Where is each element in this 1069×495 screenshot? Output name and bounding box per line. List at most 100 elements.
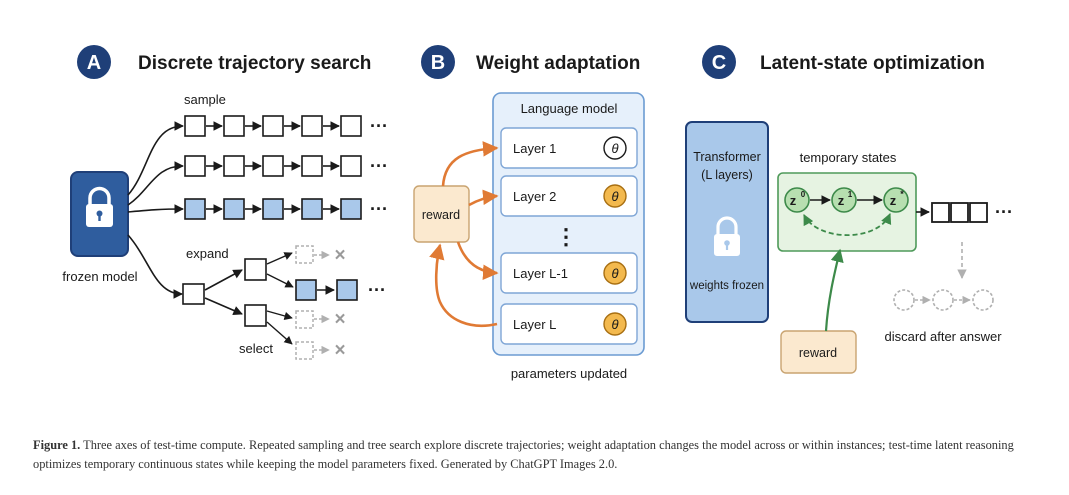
sample-row-1-token-2 (223, 115, 245, 137)
frozen-model-label: frozen model (62, 269, 137, 284)
svg-text:0: 0 (801, 190, 806, 199)
reward-box-b (413, 185, 470, 243)
panel-b-title: Weight adaptation (476, 53, 640, 74)
weights-frozen-label: weights frozen (689, 280, 764, 292)
reject-mark-2: × (334, 309, 345, 330)
panel-a-title: Discrete trajectory search (138, 53, 371, 74)
tree-root-token (182, 283, 205, 305)
pruned-token-1 (295, 245, 314, 264)
output-token-2 (950, 202, 969, 223)
reward-box-c (780, 330, 857, 374)
panel-c: C Latent-state optimization Transformer … (685, 45, 1013, 374)
sample-row-2-token-5 (340, 155, 362, 177)
tree-node-lower (244, 304, 267, 327)
branch-arrow-1 (127, 121, 184, 196)
theta-badge-4 (603, 312, 627, 336)
test-time-compute-figure: A Discrete trajectory search frozen mode… (62, 45, 1013, 381)
reward-label-b: reward (422, 208, 460, 222)
select-arrow-blue (266, 273, 294, 288)
output-ellipsis: ··· (995, 202, 1013, 222)
lock-icon (86, 186, 113, 227)
reward-feedback-arrow (824, 248, 844, 332)
svg-text:*: * (900, 189, 904, 199)
layer-box-4 (500, 303, 638, 345)
branch-arrow-4 (127, 234, 183, 299)
sample-row-1-token-4 (301, 115, 323, 137)
temporary-states-label: temporary states (800, 150, 897, 165)
panel-b-badge (421, 45, 455, 79)
state-z1: z 1 (831, 187, 857, 213)
reward-label-c: reward (799, 346, 837, 360)
discard-state-1 (893, 289, 915, 311)
output-token-1 (931, 202, 950, 223)
update-arrow-layer-l (429, 243, 498, 328)
prune-arrow-2 (266, 310, 293, 321)
select-label: select (239, 341, 273, 356)
theta-badge-2 (603, 184, 627, 208)
panel-a-badge (77, 45, 111, 79)
sample-row-1-token-5 (340, 115, 362, 137)
caption-label: Figure 1. (33, 438, 81, 452)
layer-box-2 (500, 175, 638, 217)
tree-arrow-down (204, 297, 243, 315)
pruned-token-3 (295, 341, 314, 360)
state-zstar: z * (883, 187, 909, 213)
lock-icon (714, 216, 740, 256)
sample-row-2-ellipsis: ··· (370, 156, 388, 176)
theta-symbol-3: θ (611, 266, 618, 281)
layers-vdots: ⋮ (555, 224, 577, 249)
layer-label-2: Layer 2 (513, 189, 556, 204)
theta-symbol-2: θ (611, 189, 618, 204)
panel-c-badge (702, 45, 736, 79)
tree-arrow-up (204, 269, 243, 291)
discard-state-3 (972, 289, 994, 311)
sample-row-3-token-5 (340, 198, 362, 220)
tree-node-upper (244, 258, 267, 281)
panel-a-badge-letter: A (87, 52, 101, 74)
discard-label: discard after answer (884, 329, 1002, 344)
layer-box-3 (500, 252, 638, 294)
transformer-line-2: (L layers) (701, 168, 753, 182)
sample-row-3-ellipsis: ··· (370, 199, 388, 219)
svg-text:z: z (890, 193, 897, 208)
pruned-token-2 (295, 310, 314, 329)
branch-arrow-2 (127, 161, 184, 206)
figure-caption: Figure 1. Three axes of test-time comput… (33, 436, 1043, 474)
reject-mark-1: × (334, 245, 345, 266)
optimization-loop-arrow (803, 213, 892, 236)
sample-row-1-token-1 (184, 115, 206, 137)
panel-a: A Discrete trajectory search frozen mode… (62, 45, 388, 361)
update-arrow-layer-l-1 (456, 241, 499, 281)
sample-row-3-token-2 (223, 198, 245, 220)
sample-row-3-token-4 (301, 198, 323, 220)
sample-row-1-token-3 (262, 115, 284, 137)
theta-badge-1 (603, 136, 627, 160)
theta-symbol-4: θ (611, 317, 618, 332)
expand-label: expand (186, 246, 229, 261)
panel-c-badge-letter: C (712, 52, 726, 74)
sample-row-2-token-3 (262, 155, 284, 177)
sample-row-3-token-3 (262, 198, 284, 220)
sample-row-2-token-4 (301, 155, 323, 177)
caption-text: Three axes of test-time compute. Repeate… (33, 438, 1014, 471)
layer-box-1 (500, 127, 638, 169)
layer-label-4: Layer L (513, 317, 556, 332)
sample-label: sample (184, 92, 226, 107)
prune-arrow-1 (266, 252, 293, 265)
svg-text:z: z (790, 193, 797, 208)
selected-token-2 (336, 279, 358, 301)
panel-b-badge-letter: B (431, 52, 445, 74)
sample-row-2-token-1 (184, 155, 206, 177)
tree-ellipsis: ··· (368, 280, 386, 300)
sample-row-1-ellipsis: ··· (370, 116, 388, 136)
update-arrow-layer-1 (441, 141, 499, 187)
transformer-line-1: Transformer (693, 150, 761, 164)
parameters-updated-label: parameters updated (511, 366, 627, 381)
svg-text:1: 1 (848, 190, 853, 199)
theta-badge-3 (603, 261, 627, 285)
update-arrow-layer-2 (468, 189, 499, 207)
discard-state-2 (932, 289, 954, 311)
selected-token-1 (295, 279, 317, 301)
language-model-title: Language model (521, 101, 618, 116)
